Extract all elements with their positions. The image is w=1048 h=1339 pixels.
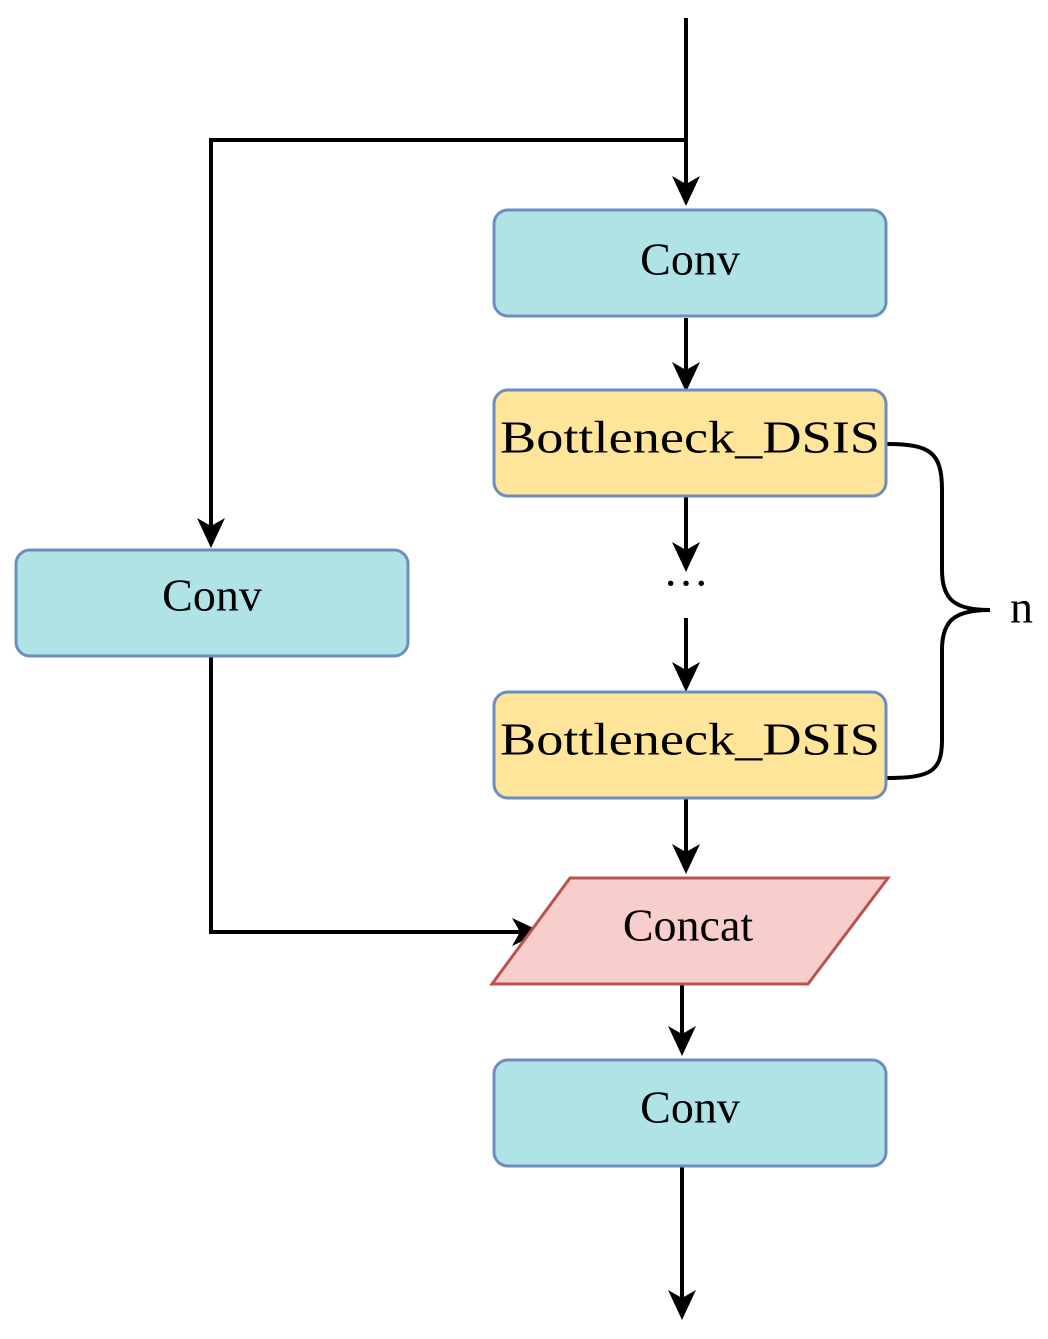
concat-node: Concat	[489, 876, 892, 986]
conv-top-box	[492, 208, 888, 318]
bottleneck-n-box	[492, 690, 888, 800]
arrowhead-output	[668, 1290, 696, 1320]
arrowhead-concat-left	[512, 918, 542, 946]
ellipsis-label: ···	[663, 558, 709, 609]
conv-top-label: Conv	[640, 234, 740, 285]
bottleneck-n-label: Bottleneck_DSIS	[500, 714, 880, 765]
concat-box	[489, 876, 892, 986]
arrowhead-conv-top	[672, 176, 700, 206]
brace-label: n	[1010, 582, 1033, 633]
arrowhead-conv-bottom	[668, 1026, 696, 1056]
edge-conv-left-to-concat	[209, 656, 522, 934]
arrowhead-concat-top	[672, 844, 700, 874]
arrowhead-conv-left	[197, 518, 225, 548]
conv-bottom-label: Conv	[640, 1082, 740, 1133]
edge-input-to-conv-left	[209, 138, 686, 528]
arrowhead-bottleneck-1	[672, 362, 700, 392]
conv-bottom-box	[492, 1058, 888, 1168]
bottleneck-1-box	[492, 388, 888, 498]
brace-n	[885, 442, 991, 780]
conv-top-node: Conv	[492, 208, 888, 318]
bottleneck-1-node: Bottleneck_DSIS	[492, 388, 888, 498]
arrowhead-bottleneck-n	[672, 662, 700, 692]
conv-bottom-node: Conv	[492, 1058, 888, 1168]
conv-left-label: Conv	[162, 570, 262, 621]
conv-left-box	[14, 548, 410, 658]
arrowhead-ellipsis	[672, 542, 700, 572]
conv-left-node: Conv	[14, 548, 410, 658]
concat-label: Concat	[623, 900, 754, 951]
bottleneck-1-label: Bottleneck_DSIS	[500, 412, 880, 463]
bottleneck-n-node: Bottleneck_DSIS	[492, 690, 888, 800]
